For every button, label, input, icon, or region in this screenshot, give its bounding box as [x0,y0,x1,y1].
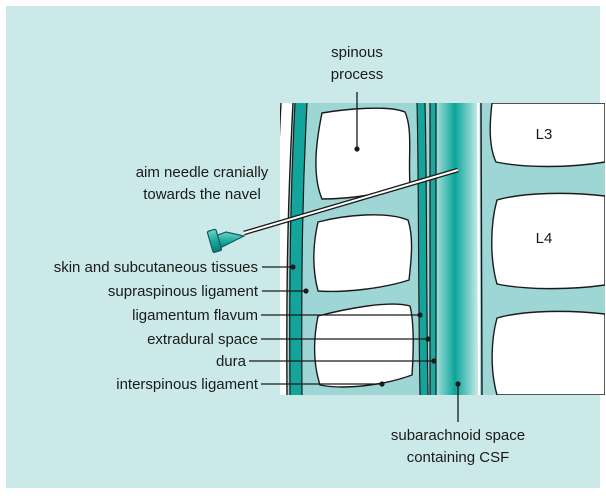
label-supraspinous-ligament: supraspinous ligament [108,283,259,300]
label-subarachnoid-line1: subarachnoid space [391,427,525,444]
label-dura: dura [216,353,247,370]
spinous-process-upper [316,108,410,199]
ligamentum-flavum [421,103,424,395]
label-aim-needle-line2: towards the navel [143,186,261,203]
spinous-process-middle [314,215,412,292]
spinous-process-lower [315,304,414,387]
label-interspinous-ligament: interspinous ligament [116,376,259,393]
vertebral-body-l5 [492,311,605,395]
label-extradural-space: extradural space [147,331,258,348]
label-aim-needle-line1: aim needle cranially [136,164,269,181]
label-vertebra-l3: L3 [536,126,553,143]
supraspinous-ligament [296,103,301,395]
label-skin: skin and subcutaneous tissues [54,259,258,276]
spine-cross-section [275,103,605,395]
subarachnoid-space [430,103,480,395]
label-spinous-process-line1: spinous [331,44,383,61]
label-vertebra-l4: L4 [536,230,553,247]
label-subarachnoid-line2: containing CSF [407,449,510,466]
label-ligamentum-flavum: ligamentum flavum [132,307,258,324]
label-spinous-process-line2: process [331,66,384,83]
